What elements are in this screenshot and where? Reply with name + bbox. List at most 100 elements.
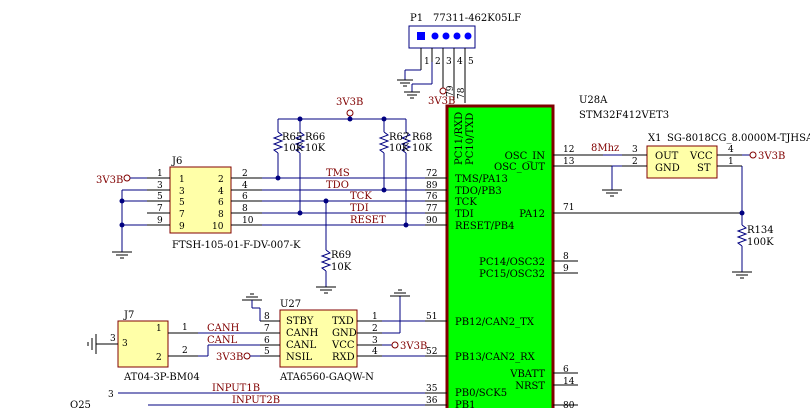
j6-supply-label: 3V3B xyxy=(96,175,123,186)
r66-val: 10K xyxy=(305,143,326,154)
mcu-num-36: 36 xyxy=(426,396,438,406)
mcu-num-77: 77 xyxy=(426,204,438,214)
mcu-pin-pc14: PC14/OSC32 xyxy=(479,257,545,268)
mcu-pin-pb0: PB0/SCK5 xyxy=(455,388,507,399)
j6-in-5: 5 xyxy=(179,198,185,208)
crystal-x1: X1 SG-8018CG_8.0000M-TJHSA3 OUT GND VCC … xyxy=(602,133,810,216)
mcu-num-72: 72 xyxy=(426,169,437,179)
x1-pin-out: OUT xyxy=(655,151,679,162)
net-input2b: INPUT2B xyxy=(232,395,280,406)
p1-ground2-icon xyxy=(404,91,420,99)
p1-pin3-num: 3 xyxy=(446,57,452,67)
p1-ground-icon xyxy=(397,79,413,87)
net-canl: CANL xyxy=(207,335,238,346)
r134-ground-icon xyxy=(732,271,752,279)
mcu-pin-nrst: NRST xyxy=(515,381,545,392)
mcu-part: STM32F412VET3 xyxy=(579,110,669,121)
j6-out-9: 9 xyxy=(157,216,163,226)
r134-val: 100K xyxy=(747,237,774,248)
mcu-num-8: 8 xyxy=(563,252,569,262)
p1-pin2-dot xyxy=(431,32,439,40)
j6-in-3: 3 xyxy=(179,187,185,197)
j6-out-3: 3 xyxy=(157,181,163,191)
net-reset: RESET xyxy=(350,215,386,226)
j7-out-1: 1 xyxy=(182,323,188,333)
j6-out-1: 1 xyxy=(157,169,163,179)
mcu-pin-pa12: PA12 xyxy=(519,209,545,220)
j6-in-4: 4 xyxy=(218,187,224,197)
u27-body xyxy=(279,309,358,368)
mcu-pin-vbatt: VBATT xyxy=(509,369,545,380)
u27-num-7: 7 xyxy=(264,324,270,334)
pullup-supply-icon xyxy=(346,109,354,117)
mcu-pin-tck: TCK xyxy=(455,197,477,208)
r134-ref: R134 xyxy=(747,225,774,236)
j6-in-6: 6 xyxy=(218,198,224,208)
p1-supply-icon xyxy=(439,87,447,95)
u27-pin-canh: CANH xyxy=(286,328,319,339)
p1-supply-label: 3V3B xyxy=(428,96,455,107)
jtag-j6: J6 FTSH-105-01-F-DV-007-K 1 3 5 7 9 2 4 … xyxy=(96,156,301,259)
x1-num4: 4 xyxy=(728,145,734,155)
j7-in-1: 1 xyxy=(156,324,162,334)
q25-ref: Q25 xyxy=(70,400,91,408)
net-canh: CANH xyxy=(207,323,240,334)
net-8mhz: 8Mhz xyxy=(591,143,619,154)
p1-pin5-num: 5 xyxy=(468,57,474,67)
j6-out-10: 10 xyxy=(242,216,254,226)
x1-pin-vcc: VCC xyxy=(689,151,713,162)
mcu-pin-reset: RESET/PB4 xyxy=(455,221,514,232)
mcu-pin-pb13: PB13/CAN2_RX xyxy=(455,352,536,363)
j6-out-5: 5 xyxy=(157,192,163,202)
u27-pin-nsil: NSIL xyxy=(286,352,313,363)
p1-pin3-dot xyxy=(442,32,450,40)
mcu-ref: U28A xyxy=(579,95,608,106)
mcu-pin-pb12: PB12/CAN2_TX xyxy=(455,317,535,328)
pullup-supply-label: 3V3B xyxy=(336,97,363,108)
can-nets: CANH CANL xyxy=(198,323,260,357)
x1-body xyxy=(646,145,718,179)
x1-ground-icon xyxy=(602,189,622,197)
j6-ref: J6 xyxy=(171,156,182,167)
x1-num3: 3 xyxy=(632,145,638,155)
x1-num1: 1 xyxy=(728,157,734,167)
net-tms: TMS xyxy=(326,168,350,179)
j6-part: FTSH-105-01-F-DV-007-K xyxy=(172,240,301,251)
j7-ref: J7 xyxy=(123,310,134,321)
r68-ref: R68 xyxy=(412,132,432,143)
mcu-num-35: 35 xyxy=(426,384,438,394)
r69-ground-icon xyxy=(316,286,336,294)
p1-pin1-square xyxy=(417,32,425,40)
j6-in-10: 10 xyxy=(212,222,224,232)
mcu-pin-oscin: OSC_IN xyxy=(505,151,546,162)
j6-in-1: 1 xyxy=(179,175,185,185)
u27-pin-stby: STBY xyxy=(286,316,314,327)
mcu-num-12: 12 xyxy=(563,145,574,155)
j6-body xyxy=(169,166,232,234)
j7-part: AT04-3P-BM04 xyxy=(123,372,200,383)
mcu-pin-pb1: PB1 xyxy=(455,400,475,408)
mcu-num-80: 80 xyxy=(563,401,575,408)
j6-in-7: 7 xyxy=(179,210,185,220)
mcu-num-13: 13 xyxy=(563,157,575,167)
x1-pin-st: ST xyxy=(697,163,711,174)
net-tdi: TDI xyxy=(350,203,369,214)
u27-num-2: 2 xyxy=(372,324,378,334)
x1-supply-icon xyxy=(749,151,757,159)
r66-ref: R66 xyxy=(305,132,325,143)
j7-ground-icon xyxy=(87,334,97,354)
pullup-resistors: 3V3B R65 10K R66 10K R67 10K R68 10K xyxy=(272,97,433,294)
u27-vcc-supply: 3V3B xyxy=(400,341,427,352)
u27-num-1: 1 xyxy=(372,312,378,322)
u27-num-5: 5 xyxy=(264,347,270,357)
p1-net78: 78 xyxy=(457,87,467,99)
mcu-pin-pc15: PC15/OSC32 xyxy=(479,269,545,280)
u27-nsil-supply: 3V3B xyxy=(216,352,243,363)
u27-ref: U27 xyxy=(280,299,301,310)
p1-part: 77311-462K05LF xyxy=(433,13,521,24)
can-connector-j7: J7 AT04-3P-BM04 1 3 2 1 3 2 xyxy=(87,310,200,383)
connector-p1: P1 77311-462K05LF 1 2 3 4 5 3V3B 79 78 xyxy=(397,13,521,107)
j6-in-2: 2 xyxy=(218,175,224,185)
mcu-num-89: 89 xyxy=(426,181,438,191)
u27-pin-vcc: VCC xyxy=(331,340,355,351)
